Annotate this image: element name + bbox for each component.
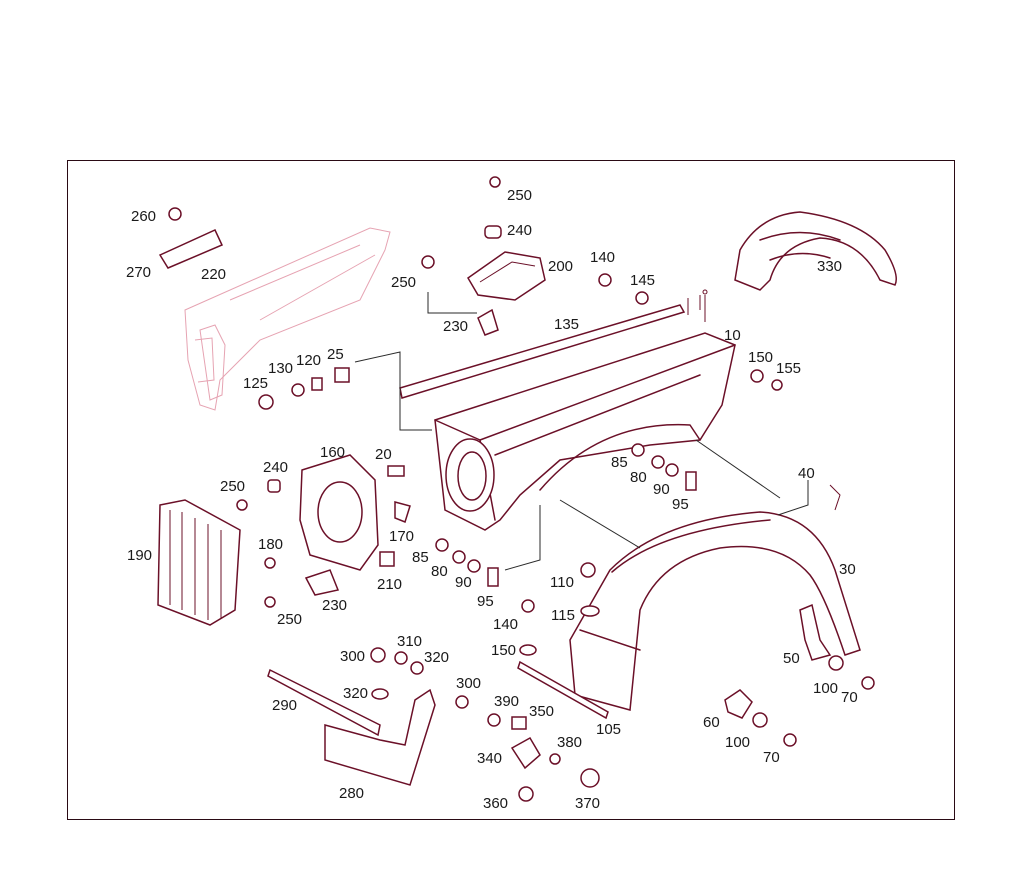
side-marker-200[interactable] xyxy=(467,251,546,301)
label-240: 240 xyxy=(507,222,532,239)
diagram-frame xyxy=(67,160,955,820)
label-150: 150 xyxy=(491,642,516,659)
label-350: 350 xyxy=(529,703,554,720)
label-25: 25 xyxy=(327,346,344,363)
label-290: 290 xyxy=(272,697,297,714)
vehicle-ghost-outline xyxy=(184,227,391,411)
label-140: 140 xyxy=(590,249,615,266)
fender-flare-30[interactable] xyxy=(569,511,861,711)
label-380: 380 xyxy=(557,734,582,751)
label-250: 250 xyxy=(277,611,302,628)
part-labels: 250 240 260 270 220 250 200 230 140 145 … xyxy=(126,187,858,812)
label-100: 100 xyxy=(813,680,838,697)
label-240: 240 xyxy=(263,459,288,476)
grille-190[interactable] xyxy=(157,499,241,626)
label-180: 180 xyxy=(258,536,283,553)
label-85: 85 xyxy=(611,454,628,471)
label-125: 125 xyxy=(243,375,268,392)
label-300: 300 xyxy=(340,648,365,665)
bracket-60[interactable] xyxy=(724,689,753,719)
label-170: 170 xyxy=(389,528,414,545)
label-220: 220 xyxy=(201,266,226,283)
label-130: 130 xyxy=(268,360,293,377)
label-250: 250 xyxy=(391,274,416,291)
label-160: 160 xyxy=(320,444,345,461)
label-300: 300 xyxy=(456,675,481,692)
label-40: 40 xyxy=(798,465,815,482)
label-95: 95 xyxy=(477,593,494,610)
label-85: 85 xyxy=(412,549,429,566)
label-200: 200 xyxy=(548,258,573,275)
label-340: 340 xyxy=(477,750,502,767)
headlight-surround-160[interactable] xyxy=(299,454,379,571)
label-70: 70 xyxy=(763,749,780,766)
label-210: 210 xyxy=(377,576,402,593)
label-60: 60 xyxy=(703,714,720,731)
label-70: 70 xyxy=(841,689,858,706)
mud-flap-280[interactable] xyxy=(324,688,436,786)
label-135: 135 xyxy=(554,316,579,333)
label-310: 310 xyxy=(397,633,422,650)
wheel-housing-330[interactable] xyxy=(734,211,897,291)
label-390: 390 xyxy=(494,693,519,710)
label-320: 320 xyxy=(343,685,368,702)
strip-290[interactable] xyxy=(267,668,381,737)
label-280: 280 xyxy=(339,785,364,802)
label-155: 155 xyxy=(776,360,801,377)
label-115: 115 xyxy=(551,607,575,624)
label-145: 145 xyxy=(630,272,655,289)
strip-105[interactable] xyxy=(517,660,609,720)
label-95: 95 xyxy=(672,496,689,513)
leader-lines xyxy=(354,292,809,571)
label-90: 90 xyxy=(653,481,670,498)
label-100: 100 xyxy=(725,734,750,751)
bracket-50[interactable] xyxy=(799,603,832,661)
label-80: 80 xyxy=(431,563,448,580)
label-260: 260 xyxy=(131,208,156,225)
label-190: 190 xyxy=(127,547,152,564)
label-80: 80 xyxy=(630,469,647,486)
label-230: 230 xyxy=(443,318,468,335)
trim-strip-135[interactable] xyxy=(399,289,708,399)
label-330: 330 xyxy=(817,258,842,275)
label-270: 270 xyxy=(126,264,151,281)
label-250: 250 xyxy=(507,187,532,204)
label-20: 20 xyxy=(375,446,392,463)
label-150: 150 xyxy=(748,349,773,366)
label-90: 90 xyxy=(455,574,472,591)
label-120: 120 xyxy=(296,352,321,369)
label-140: 140 xyxy=(493,616,518,633)
label-370: 370 xyxy=(575,795,600,812)
label-10: 10 xyxy=(724,327,741,344)
label-230: 230 xyxy=(322,597,347,614)
wedge-270[interactable] xyxy=(158,229,224,269)
label-320: 320 xyxy=(424,649,449,666)
label-110: 110 xyxy=(550,574,574,591)
hardware xyxy=(168,176,875,802)
label-105: 105 xyxy=(596,721,621,738)
label-360: 360 xyxy=(483,795,508,812)
label-30: 30 xyxy=(839,561,856,578)
fender-main[interactable] xyxy=(434,332,736,531)
label-250: 250 xyxy=(220,478,245,495)
label-50: 50 xyxy=(783,650,800,667)
